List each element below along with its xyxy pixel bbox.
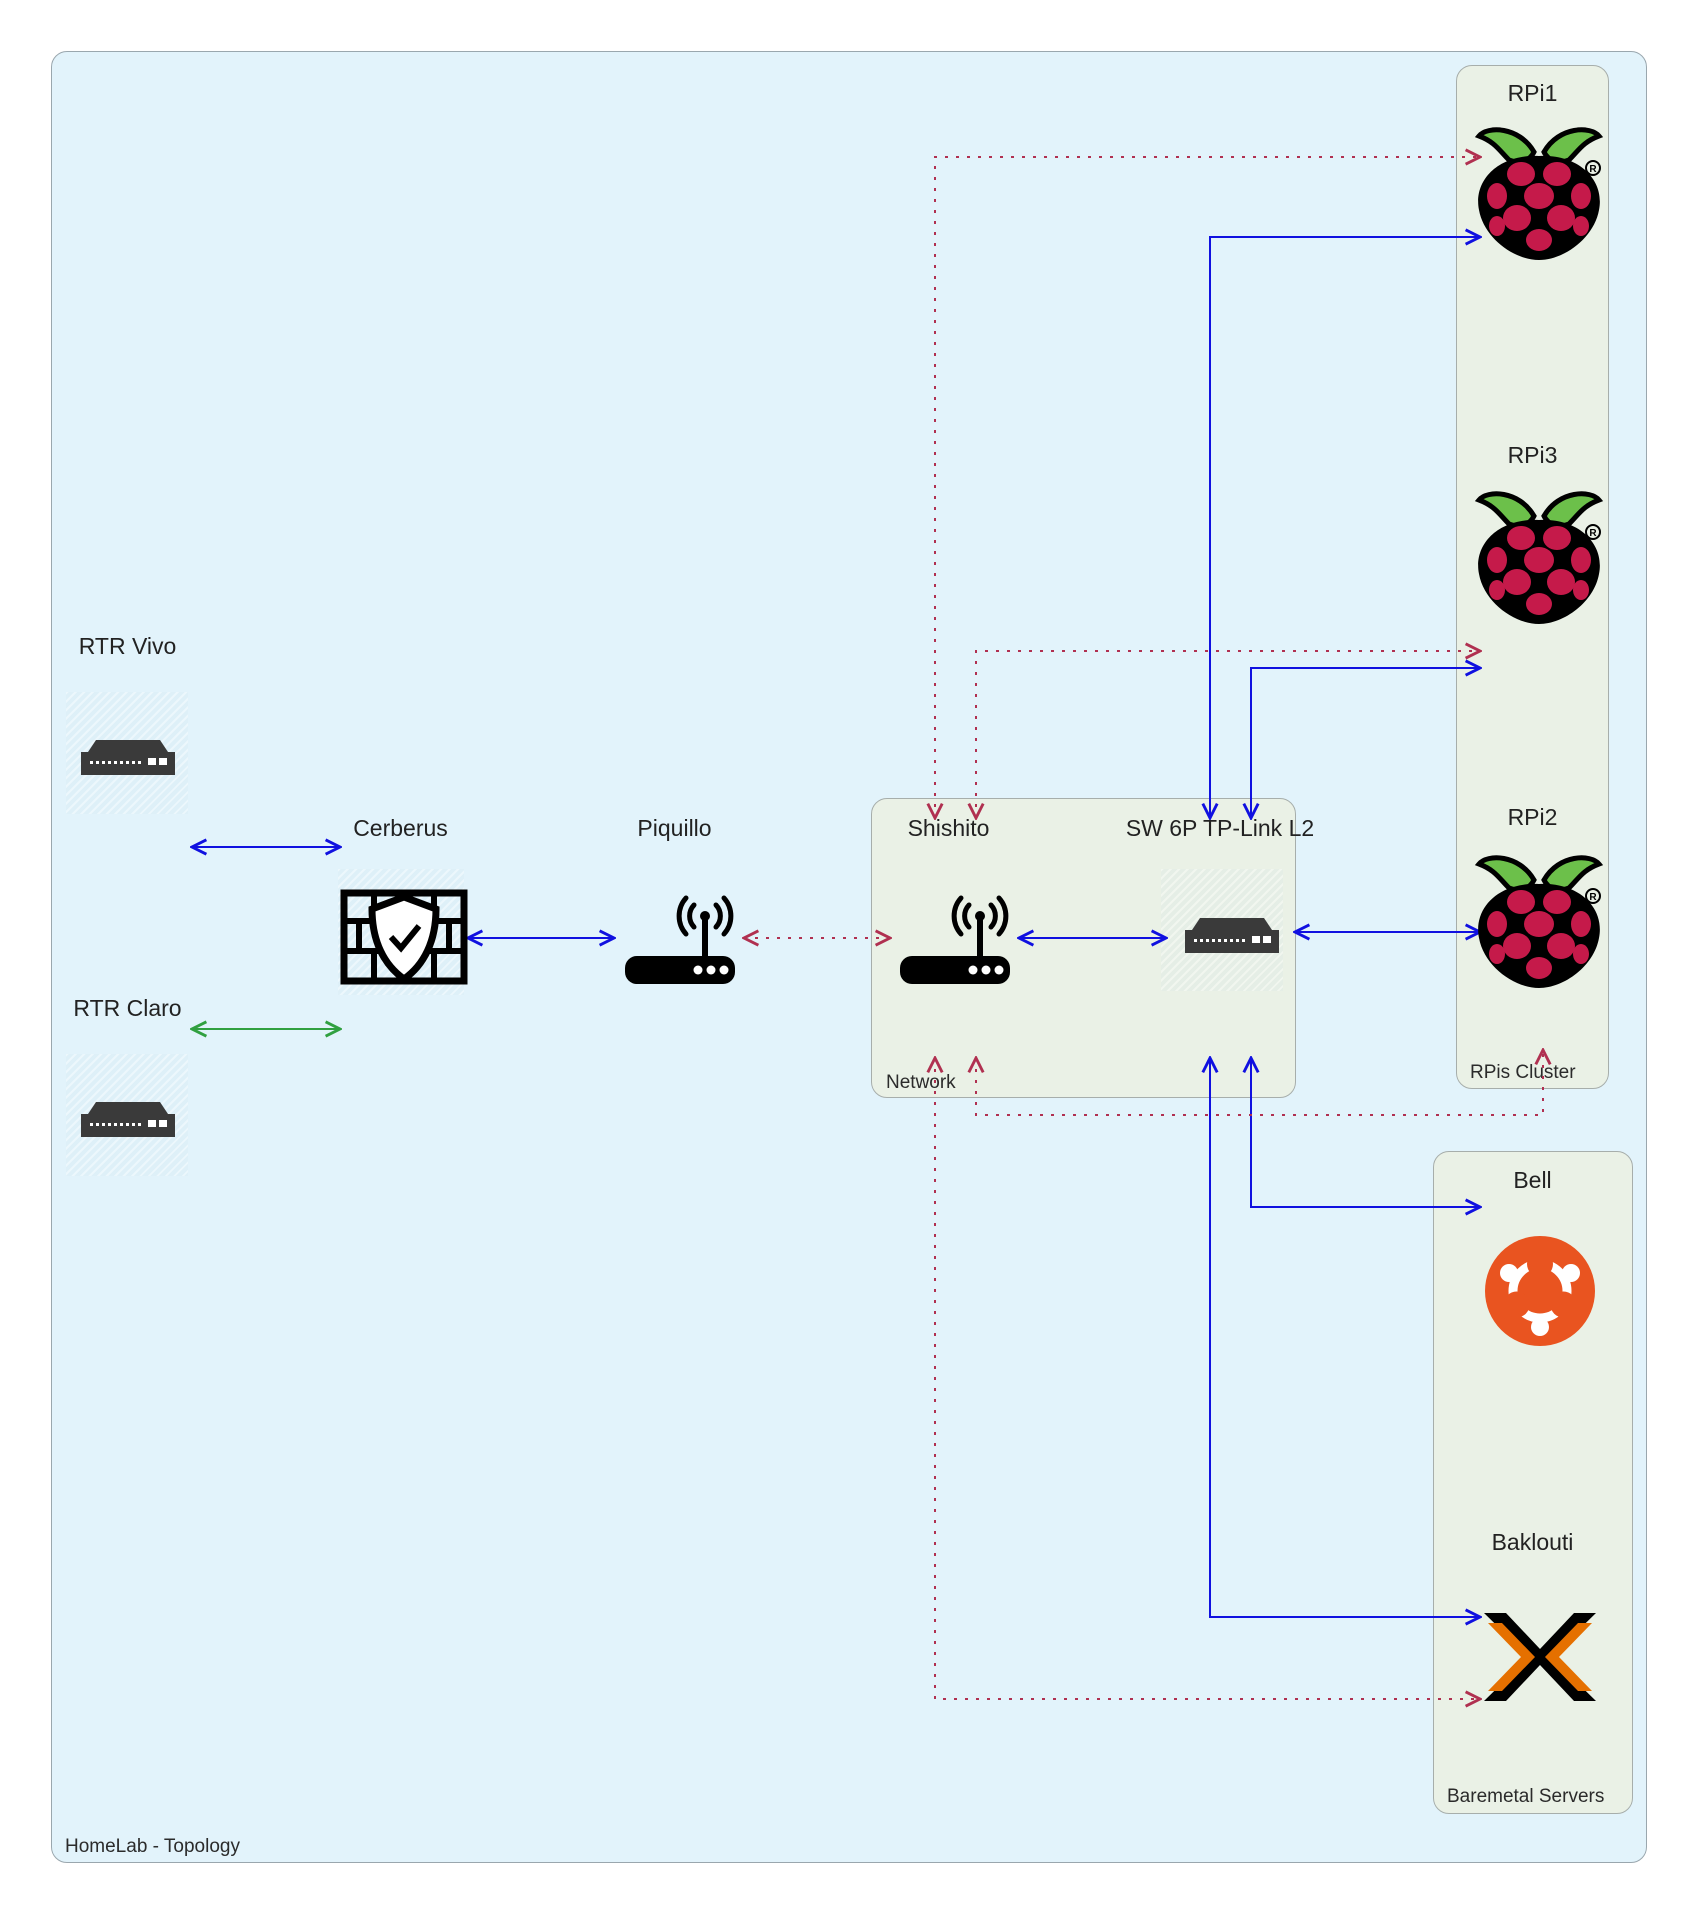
wifi-router-icon	[900, 898, 1010, 984]
link-switch-rpi3	[1251, 668, 1480, 818]
bell-label: Bell	[1513, 1167, 1552, 1193]
link-wifi-shishito-baklouti	[935, 1058, 1480, 1699]
link-wifi-shishito-rpi3	[976, 651, 1480, 818]
rtr-claro-label: RTR Claro	[73, 995, 182, 1021]
ubuntu-icon	[1485, 1236, 1595, 1346]
raspberry-pi-icon	[1478, 858, 1600, 988]
wifi-router-icon	[625, 898, 735, 984]
raspberry-pi-icon	[1478, 494, 1600, 624]
cerberus-label: Cerberus	[353, 815, 448, 841]
firewall-icon	[340, 889, 468, 985]
baklouti-label: Baklouti	[1491, 1529, 1574, 1555]
rpi3-label: RPi3	[1507, 442, 1558, 468]
switch-icon	[1185, 918, 1279, 953]
rpi1-label: RPi1	[1507, 80, 1558, 106]
link-switch-bell	[1251, 1058, 1480, 1207]
piquillo-label: Piquillo	[637, 815, 712, 841]
proxmox-icon	[1484, 1613, 1596, 1701]
rtr-vivo-label: RTR Vivo	[78, 633, 177, 659]
diagram-title: HomeLab - Topology	[65, 1836, 240, 1857]
link-wifi-shishito-cluster	[976, 1050, 1543, 1116]
rpi2-label: RPi2	[1507, 804, 1558, 830]
baremetal-servers-label: Baremetal Servers	[1447, 1786, 1605, 1807]
link-wifi-shishito-rpi1	[935, 157, 1480, 818]
raspberry-pi-icon	[1478, 130, 1600, 260]
switch-icon	[81, 740, 175, 775]
switch-icon	[81, 1102, 175, 1137]
